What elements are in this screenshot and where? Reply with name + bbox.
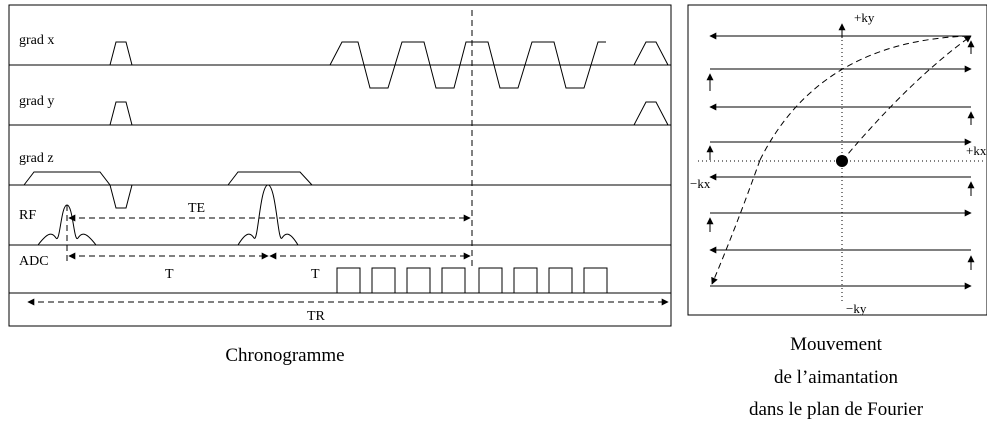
dephasing-curve-to-corner: [841, 35, 972, 162]
chronogramme-frame: [8, 4, 672, 327]
adc-window: [336, 267, 361, 294]
row-label-adc: ADC: [19, 254, 49, 269]
adc-window: [441, 267, 466, 294]
plus-ky-label: +ky: [854, 10, 875, 25]
dephasing-curve-down: [711, 159, 761, 285]
minus-kx-label: −kx: [690, 176, 711, 191]
plus-kx-label: +kx: [966, 143, 987, 158]
grad-x-waveform: [109, 41, 669, 89]
row-separators: [9, 64, 671, 294]
fourier-caption-line-3: dans le plan de Fourier: [749, 399, 924, 420]
adc-window: [478, 267, 503, 294]
k-space-frame: [687, 4, 987, 316]
rf-pulse-refocusing: [237, 184, 299, 246]
t-label-1: T: [165, 267, 174, 282]
t-label-2: T: [311, 267, 320, 282]
fourier-caption-line-1: Mouvement: [790, 334, 883, 355]
minus-ky-label: −ky: [846, 301, 867, 316]
adc-window: [548, 267, 573, 294]
fourier-caption-line-2: de l’aimantation: [774, 367, 898, 388]
adc-sampling-windows: [336, 267, 608, 294]
row-label-grad-z: grad z: [19, 151, 54, 166]
adc-window: [583, 267, 608, 294]
tr-label: TR: [307, 309, 326, 324]
te-label: TE: [188, 201, 205, 216]
row-label-grad-y: grad y: [19, 94, 54, 109]
grad-y-waveform: [109, 101, 669, 126]
adc-window: [406, 267, 431, 294]
k-space-trajectory: [706, 32, 975, 290]
grad-z-waveform: [23, 171, 313, 209]
k-space-diagram: +ky −ky +kx −kx: [687, 4, 987, 316]
adc-window: [371, 267, 396, 294]
chronogramme-caption: Chronogramme: [225, 345, 344, 366]
chronogramme-diagram: grad x grad y grad z RF ADC TE: [8, 4, 672, 327]
row-label-grad-x: grad x: [19, 33, 54, 48]
dephasing-curve-up: [759, 35, 972, 161]
row-label-rf: RF: [19, 208, 36, 223]
adc-window: [513, 267, 538, 294]
